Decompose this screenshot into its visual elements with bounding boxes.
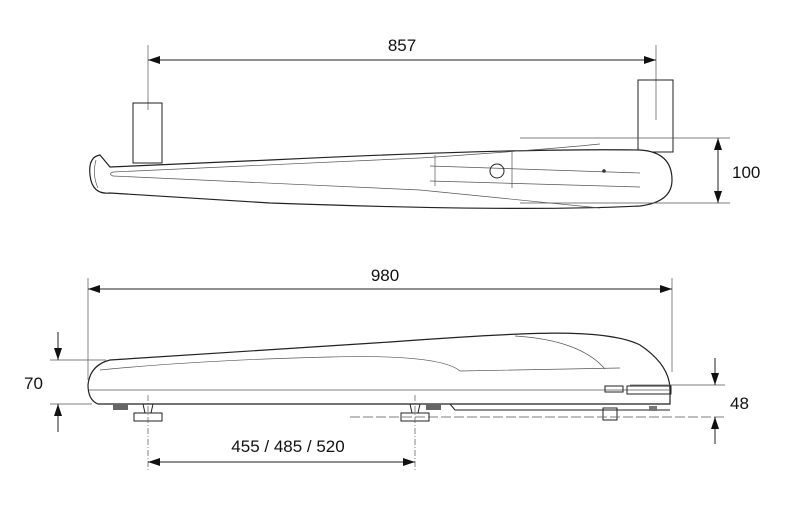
left-post <box>132 102 163 164</box>
dimension-label-48: 48 <box>730 394 749 413</box>
operator-body-top <box>89 149 673 209</box>
operator-body-side <box>87 332 671 405</box>
dimension-label-70: 70 <box>24 374 43 393</box>
dimension-label-857: 857 <box>388 36 416 55</box>
dimension-label-980: 980 <box>371 266 399 285</box>
mounting-foot-left <box>113 403 163 422</box>
dimension-label-100: 100 <box>732 163 760 182</box>
cable-gland <box>602 407 618 421</box>
dimension-label-foot-spacing: 455 / 485 / 520 <box>231 437 344 456</box>
release-lock-icon <box>489 163 505 179</box>
top-view: 857 100 <box>89 36 760 209</box>
indicator-dot <box>602 169 606 173</box>
mounting-foot-right <box>400 403 441 422</box>
side-view: 980 455 / 485 / 520 70 <box>24 266 749 472</box>
right-post <box>637 79 674 153</box>
